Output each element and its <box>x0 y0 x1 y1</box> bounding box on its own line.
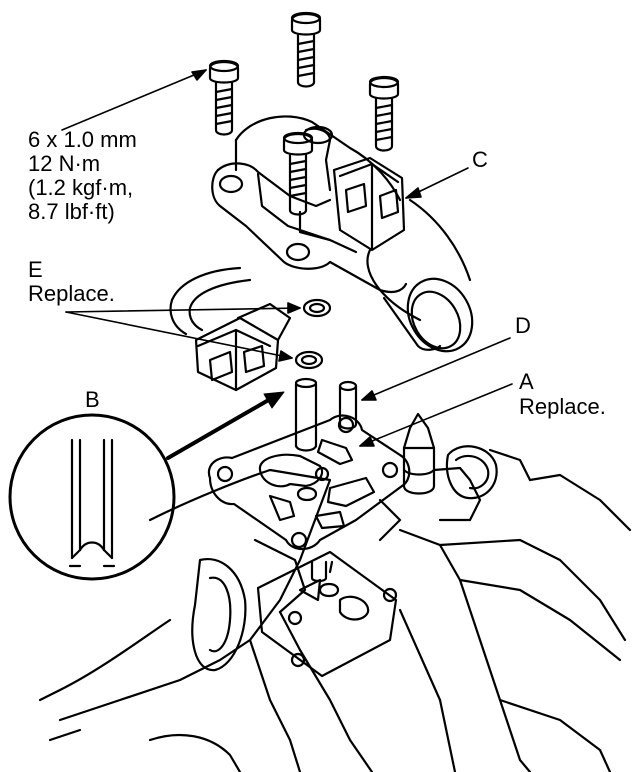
torque-kgfm-text: (1.2 kgf·m, <box>28 175 134 200</box>
label-a-note: Replace. <box>519 394 606 419</box>
mounting-bolts <box>208 11 400 216</box>
label-d: D <box>515 313 531 338</box>
detail-circle-b <box>8 413 176 581</box>
dowel-pin-d <box>338 380 358 430</box>
leader-lines <box>61 69 513 447</box>
o-rings-e <box>294 298 332 370</box>
solenoid-valve-c <box>211 115 474 353</box>
cylinder-head <box>38 412 632 772</box>
torque-nm-text: 12 N·m <box>28 151 101 176</box>
label-b: B <box>85 387 100 412</box>
label-e-note: Replace. <box>28 281 115 306</box>
gasket-a <box>207 414 411 551</box>
harness-connector <box>169 266 292 392</box>
torque-lbfft-text: 8.7 lbf·ft) <box>28 199 115 224</box>
bolt-size-text: 6 x 1.0 mm <box>28 127 137 152</box>
bolt-torque-spec: 6 x 1.0 mm 12 N·m (1.2 kgf·m, 8.7 lbf·ft… <box>28 128 137 224</box>
detail-pointer-arrow <box>166 391 285 460</box>
label-c: C <box>472 147 488 172</box>
filter-screen-b <box>294 377 318 452</box>
label-a: A <box>519 369 534 394</box>
label-e: E <box>28 257 43 282</box>
